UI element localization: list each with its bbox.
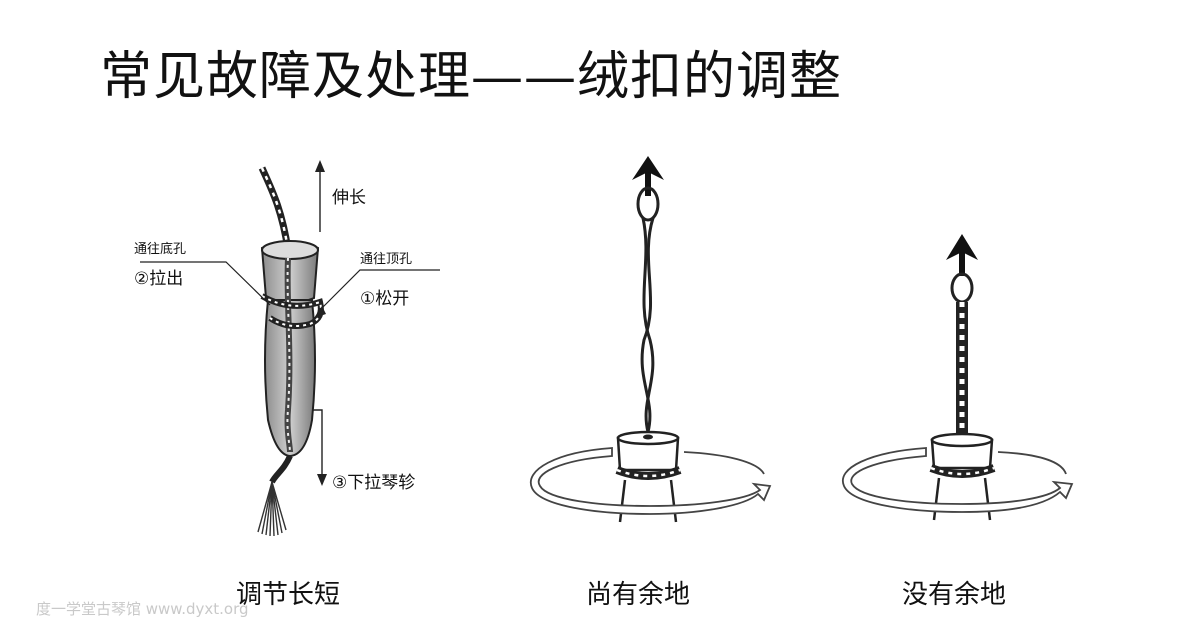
rotation-arrow xyxy=(841,447,1074,513)
tassel-cord xyxy=(269,454,293,484)
extend-label: 伸长 xyxy=(332,188,366,208)
tassel xyxy=(257,481,287,537)
cord-knot xyxy=(615,466,682,480)
caption-room-left: 尚有余地 xyxy=(586,580,691,610)
pull-down-label: ③下拉琴轸 xyxy=(332,473,416,493)
cord-loose xyxy=(641,217,655,433)
caption-no-room: 没有余地 xyxy=(902,580,1007,610)
to-top-hole-label: 通往顶孔 xyxy=(360,252,413,267)
cord-knot xyxy=(929,464,996,478)
watermark: 度一学堂古琴馆 www.dyxt.org xyxy=(36,600,249,618)
loosen-label: ①松开 xyxy=(360,289,410,309)
rotation-arrow xyxy=(529,447,772,515)
caption-adjust-length: 调节长短 xyxy=(236,580,341,610)
to-bottom-hole-label: 通往底孔 xyxy=(134,242,187,257)
pull-out-label: ②拉出 xyxy=(134,269,184,289)
page-title: 常见故障及处理——绒扣的调整 xyxy=(100,47,843,107)
